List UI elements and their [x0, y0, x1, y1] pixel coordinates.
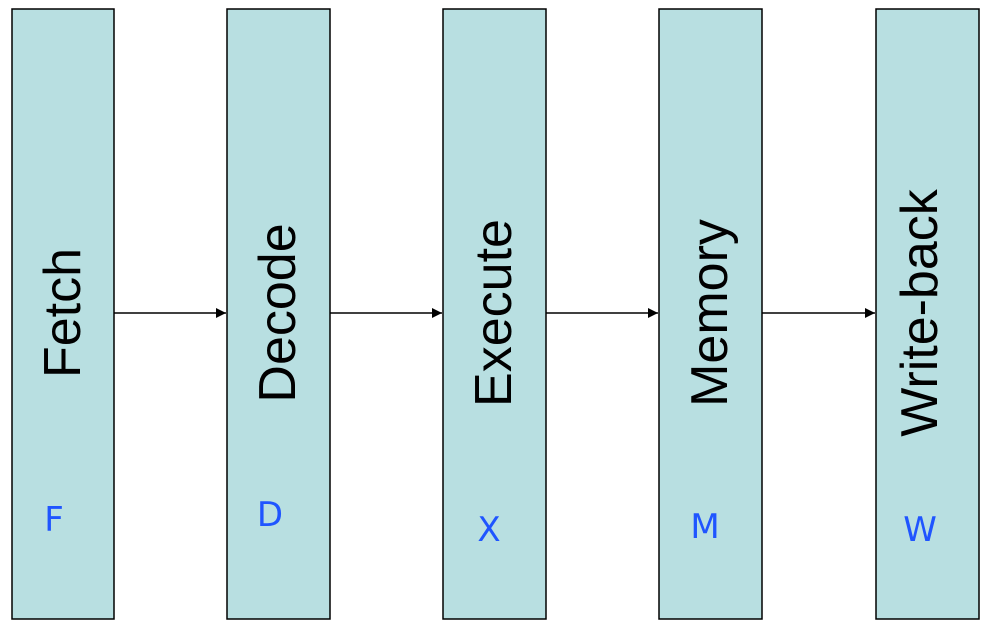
stage-letter-writeback: W [903, 510, 937, 550]
stage-fetch: Fetch F [11, 8, 115, 620]
stage-label-memory: Memory [681, 219, 739, 407]
stage-box-writeback [875, 8, 980, 620]
stage-box-decode [226, 8, 331, 620]
stage-label-execute: Execute [465, 219, 523, 407]
stage-writeback: Write-back W [875, 8, 980, 620]
stage-letter-fetch: F [44, 500, 64, 540]
stage-memory: Memory M [658, 8, 763, 620]
stage-execute: Execute X [442, 8, 547, 620]
stage-label-fetch: Fetch [34, 248, 92, 378]
stage-label-writeback: Write-back [891, 188, 949, 437]
stage-box-memory [658, 8, 763, 620]
stage-letter-decode: D [257, 495, 283, 535]
stage-decode: Decode D [226, 8, 331, 620]
stage-letter-memory: M [690, 507, 719, 547]
stage-box-fetch [11, 8, 115, 620]
stage-box-execute [442, 8, 547, 620]
stage-label-decode: Decode [249, 223, 307, 402]
stage-letter-execute: X [477, 510, 500, 550]
